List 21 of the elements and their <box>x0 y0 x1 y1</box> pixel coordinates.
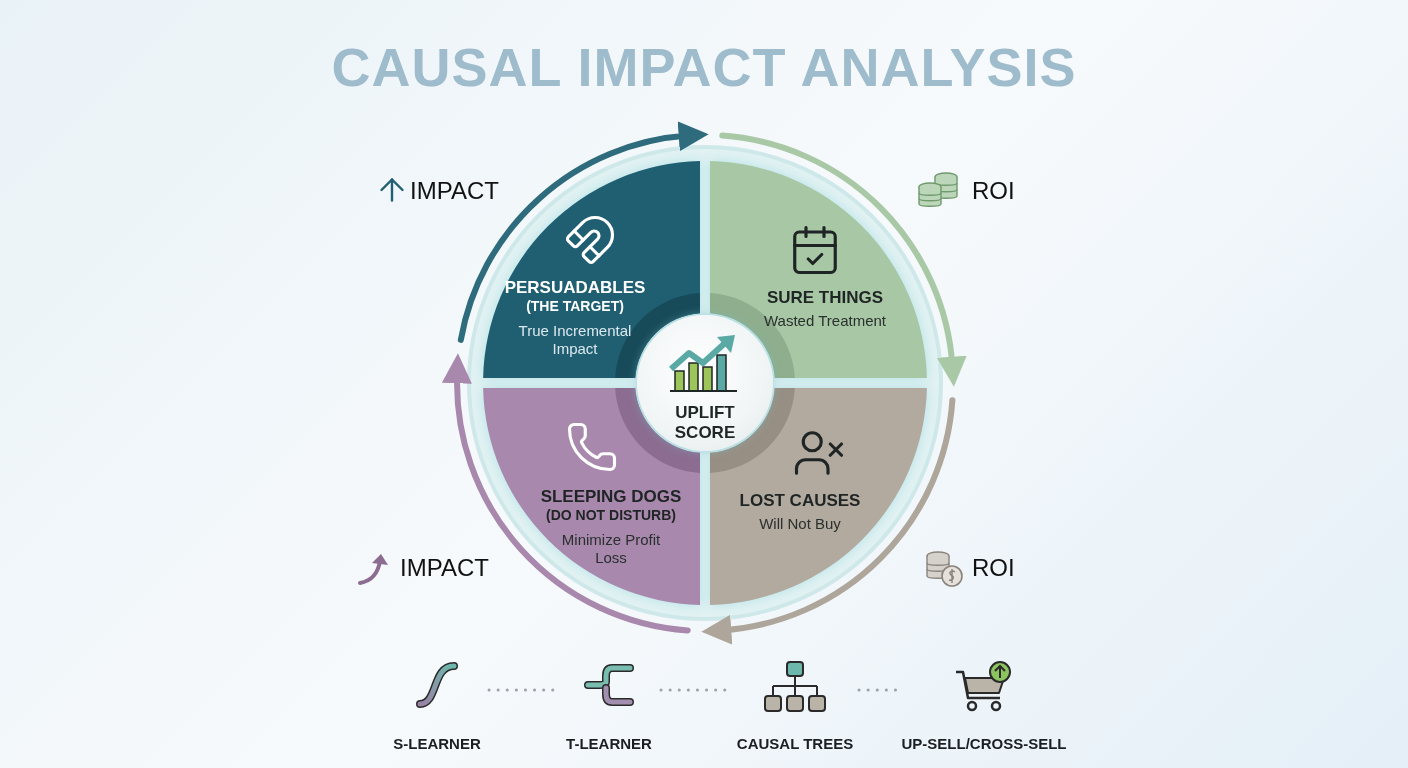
segment-title: PERSUADABLES <box>504 277 646 299</box>
segment-title: SLEEPING DOGS <box>540 486 682 508</box>
side-label: ROI <box>972 177 1015 205</box>
method-label: CAUSAL TREES <box>736 735 854 752</box>
dotted-connector <box>857 688 900 692</box>
segment-description: Minimize Profit Loss <box>560 530 662 567</box>
title: CAUSAL IMPACT ANALYSIS <box>330 36 1078 98</box>
side-label: IMPACT <box>410 177 499 205</box>
segment-title: SURE THINGS <box>766 287 884 309</box>
segment-description: Wasted Treatment <box>764 312 886 331</box>
segment-title: LOST CAUSES <box>739 490 861 512</box>
method-label: S-LEARNER <box>393 735 481 752</box>
method-label: T-LEARNER <box>566 735 652 752</box>
segment-description: Will Not Buy <box>759 515 841 534</box>
segment-description: True Incremental Impact <box>517 321 633 358</box>
score-label: UPLIFT SCORE <box>673 403 737 443</box>
segment-subtitle: (DO NOT DISTURB) <box>546 507 676 525</box>
side-label: IMPACT <box>400 554 489 582</box>
side-label: ROI <box>972 554 1015 582</box>
segment-subtitle: (THE TARGET) <box>526 298 624 316</box>
method-label: UP-SELL/CROSS-SELL <box>901 735 1067 752</box>
